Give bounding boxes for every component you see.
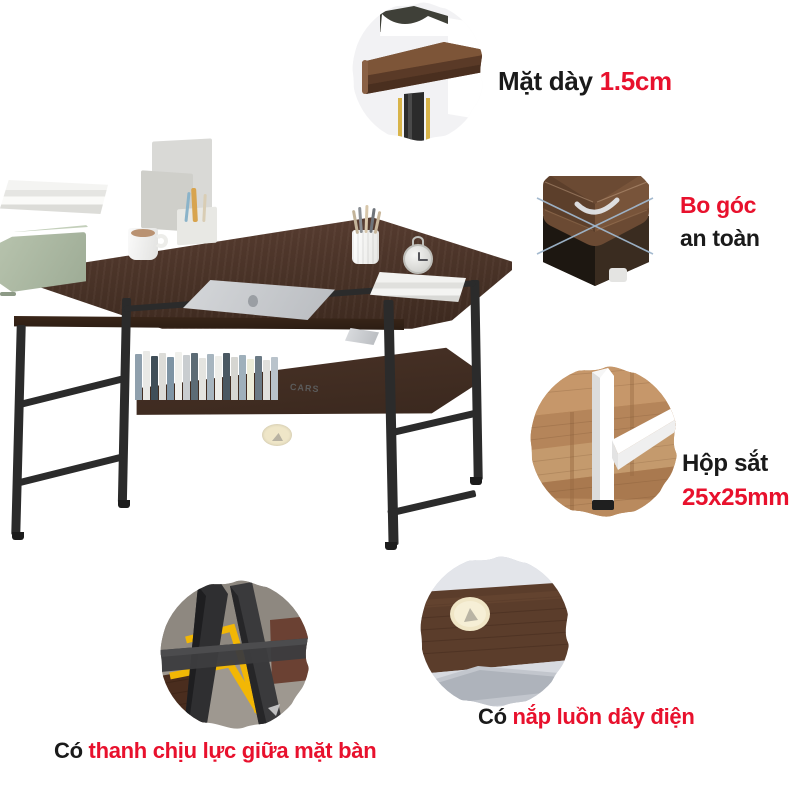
callout-thickness-badge (352, 2, 484, 142)
desk-leg-front-left (11, 325, 26, 535)
desk-rail-left-lower (15, 453, 124, 487)
product-desk-illustration: CARS (0, 138, 530, 660)
callout-cable-cover-badge (420, 556, 570, 708)
callout-steel-tube-line2: 25x25mm (682, 484, 790, 512)
callout-rounded-corner-badge (525, 158, 665, 306)
desk-leg-back-right (470, 280, 483, 480)
cable-grommet-opening (272, 433, 283, 441)
smartphone (345, 328, 379, 345)
callout-support-bar-badge (160, 580, 310, 730)
callout-steel-tube-text: Hộp sắt 25x25mm (682, 450, 790, 513)
callout-thickness-label: Mặt dày (498, 66, 593, 96)
pen-holder (352, 230, 379, 264)
callout-thickness-value: 1.5cm (599, 66, 673, 96)
desk-rail-right-upper (387, 409, 477, 437)
callout-support-bar-text: Có thanh chịu lực giữa mặt bàn (54, 738, 377, 764)
storage-box-handle (0, 292, 16, 296)
callout-rounded-corner-text: Bo góc an toàn (680, 192, 760, 252)
callout-support-bar-prefix: Có (54, 738, 83, 763)
storage-box (0, 232, 86, 292)
desk-foot-back-right (470, 477, 482, 485)
callout-rounded-corner-line2: an toàn (680, 225, 760, 252)
desk-clock (403, 244, 433, 274)
clock-top-ring (412, 236, 424, 246)
desk-rail-left-upper (15, 375, 124, 409)
callout-thickness-text: Mặt dày 1.5cm (498, 66, 672, 97)
callout-steel-tube-badge (530, 366, 678, 518)
shelf-large-books (0, 180, 108, 214)
callout-support-bar-value: thanh chịu lực giữa mặt bàn (88, 738, 377, 763)
laptop-logo-icon (248, 295, 258, 307)
callout-rounded-corner-line1: Bo góc (680, 192, 757, 218)
callout-steel-tube-line1: Hộp sắt (682, 450, 768, 477)
desk-foot-back-left (118, 500, 130, 508)
callout-cable-cover-value: nắp luồn dây điện (512, 704, 695, 729)
desk-foot-front-left (12, 532, 24, 540)
callout-cable-cover-prefix: Có (478, 704, 507, 729)
mug-coffee-surface (131, 229, 155, 237)
desk-rail-right-lower (387, 489, 477, 517)
shelf-book-row (133, 348, 305, 400)
callout-cable-cover-text: Có nắp luồn dây điện (478, 704, 695, 730)
mug-handle (154, 234, 168, 248)
desk-leg-back-left (117, 298, 132, 503)
desk-foot-front-right (385, 542, 397, 550)
storage-box-lid (14, 225, 88, 232)
